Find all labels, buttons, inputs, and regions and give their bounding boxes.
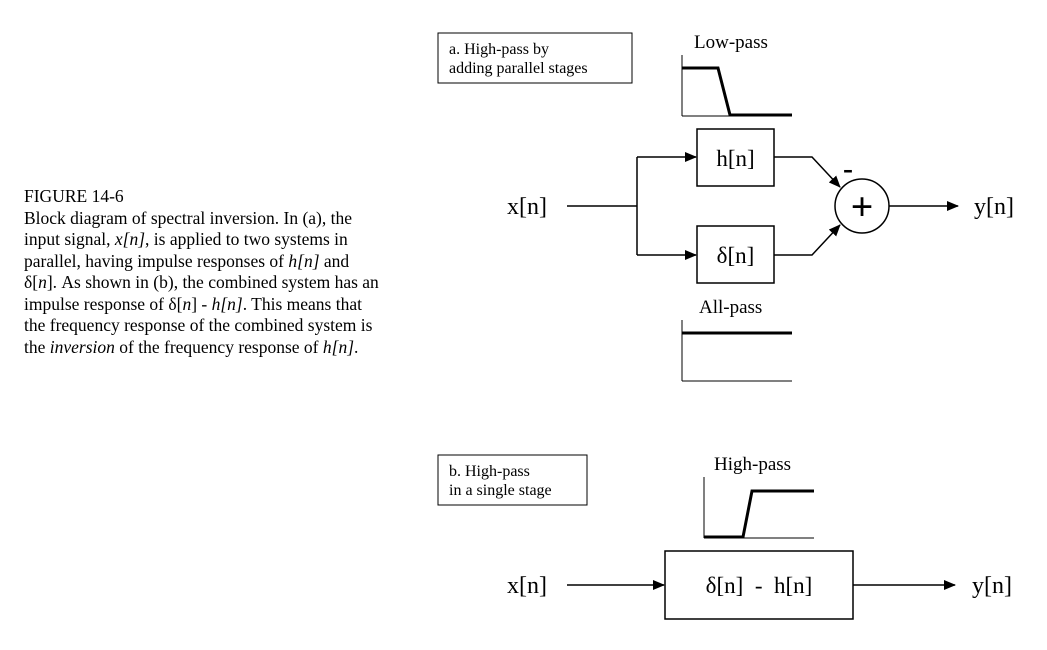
diagram-b-output-label: y[n] bbox=[972, 573, 1012, 599]
diagram-a-label-line2: adding parallel stages bbox=[449, 60, 588, 77]
combined-block-label: δ[n] - h[n] bbox=[706, 573, 813, 598]
caption-text: Block diagram of spectral inversion. In … bbox=[24, 207, 379, 357]
delta-block-label: δ[n] bbox=[717, 243, 755, 268]
high-pass-title: High-pass bbox=[714, 454, 791, 475]
minus-sign: - bbox=[843, 152, 853, 185]
low-pass-title: Low-pass bbox=[694, 32, 768, 53]
diagram-b: b. High-pass in a single stage High-pass… bbox=[437, 454, 1012, 620]
combined-block bbox=[664, 550, 854, 620]
diagram-b-label-box bbox=[437, 454, 588, 506]
diagram-b-label-line1: b. High-pass bbox=[449, 463, 530, 480]
all-pass-response-plot bbox=[681, 320, 792, 382]
all-pass-title: All-pass bbox=[699, 297, 762, 318]
caption-title: FIGURE 14-6 bbox=[24, 186, 124, 206]
high-pass-curve bbox=[704, 489, 814, 539]
diagram-a-input-label: x[n] bbox=[507, 194, 547, 220]
diagram-b-label-line2: in a single stage bbox=[449, 482, 552, 499]
figure-caption: FIGURE 14-6 Block diagram of spectral in… bbox=[24, 186, 384, 358]
diagram-a: a. High-pass by adding parallel stages L… bbox=[437, 32, 1014, 382]
low-pass-curve bbox=[682, 66, 792, 117]
delta-block bbox=[696, 225, 775, 284]
diagram-b-input-label: x[n] bbox=[507, 573, 547, 599]
low-pass-response-plot bbox=[681, 55, 792, 117]
arrow-h-to-adder bbox=[774, 156, 841, 188]
plus-icon: + bbox=[851, 184, 874, 229]
diagram-a-label-box bbox=[437, 32, 633, 84]
high-pass-response-plot bbox=[703, 477, 814, 539]
arrow-delta-to-adder bbox=[774, 224, 841, 256]
diagram-a-output-label: y[n] bbox=[974, 194, 1014, 220]
diagram-a-label-line1: a. High-pass by bbox=[449, 41, 549, 58]
h-block bbox=[696, 128, 775, 187]
h-block-label: h[n] bbox=[716, 146, 754, 171]
